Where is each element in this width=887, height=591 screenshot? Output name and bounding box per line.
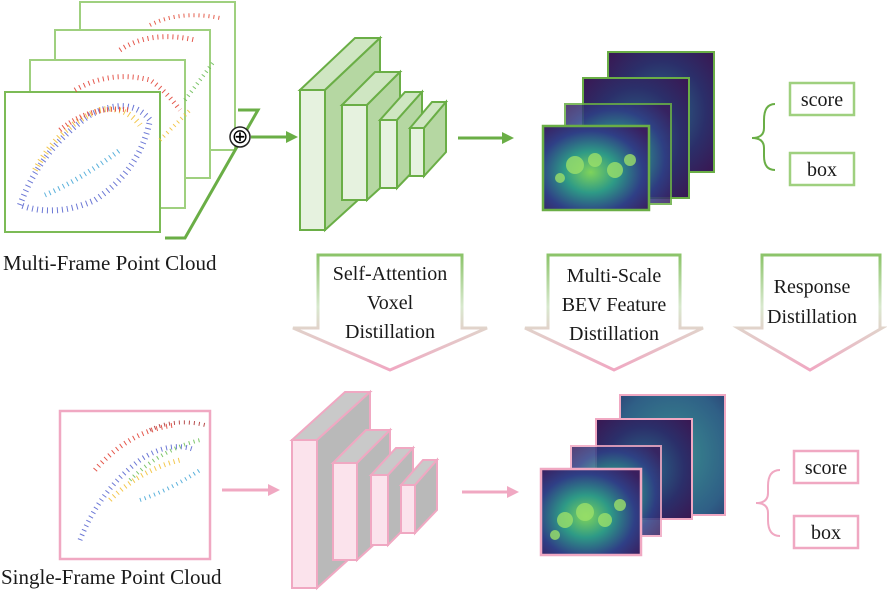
student-score-label: score xyxy=(805,457,847,479)
teacher-arrow-1 xyxy=(251,131,298,143)
bev-distill-line2: BEV Feature xyxy=(562,294,667,316)
bev-distillation-arrow: Multi-Scale BEV Feature Distillation xyxy=(524,253,704,372)
student-encoder xyxy=(289,389,440,591)
response-distillation-arrow: Response Distillation xyxy=(732,253,887,372)
teacher-encoder xyxy=(297,35,449,233)
student-box-label: box xyxy=(811,522,841,544)
response-distill-line2: Distillation xyxy=(767,306,857,328)
teacher-arrow-2 xyxy=(458,132,514,144)
student-score-box xyxy=(792,449,860,485)
fusion-bracket xyxy=(165,108,261,240)
teacher-score-label: score xyxy=(801,89,843,111)
student-output-brace xyxy=(755,469,781,537)
teacher-output-brace xyxy=(751,103,776,171)
student-arrow-1 xyxy=(222,484,280,496)
bev-distill-line3: Distillation xyxy=(569,323,659,345)
voxel-distill-line2: Voxel xyxy=(367,292,414,314)
teacher-bev-features xyxy=(541,51,715,212)
student-box-box xyxy=(792,514,860,550)
response-distill-line1: Response xyxy=(774,276,851,298)
teacher-score-box xyxy=(788,81,856,117)
voxel-distill-line1: Self-Attention xyxy=(333,263,447,285)
bev-distill-line1: Multi-Scale xyxy=(567,265,662,287)
teacher-input-label: Multi-Frame Point Cloud xyxy=(3,251,217,275)
student-bev-features xyxy=(539,394,726,557)
student-point-cloud-image xyxy=(77,420,206,541)
fusion-symbol-circle xyxy=(229,126,251,148)
student-arrow-2 xyxy=(462,486,519,498)
voxel-distill-line3: Distillation xyxy=(345,321,435,343)
teacher-point-cloud-image xyxy=(16,13,221,214)
student-point-cloud xyxy=(58,409,212,561)
teacher-box-label: box xyxy=(807,159,837,181)
teacher-box-box xyxy=(788,151,856,187)
voxel-distillation-arrow: Self-Attention Voxel Distillation xyxy=(292,253,488,372)
student-input-label: Single-Frame Point Cloud xyxy=(1,565,222,589)
fusion-symbol: ⊕ xyxy=(232,124,249,148)
teacher-point-cloud-stack xyxy=(4,1,236,233)
